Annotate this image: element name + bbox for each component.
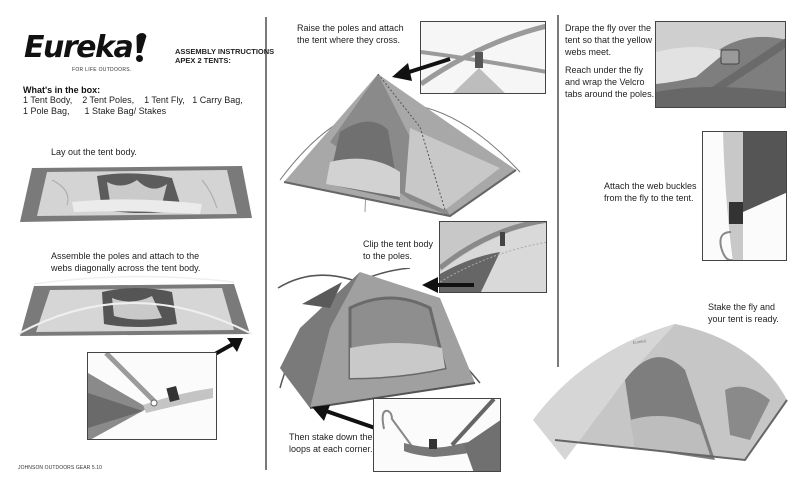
stake-loop-detail-photo (373, 398, 501, 472)
logo-wordmark: Eureka (24, 30, 134, 65)
step-1-caption: Lay out the tent body. (51, 147, 137, 157)
arrow-icon (312, 405, 379, 431)
arrow-icon (392, 57, 451, 81)
step-6-caption: Drape the fly over the tent so that the … (565, 23, 653, 57)
logo-tagline: FOR LIFE OUTDOORS. (72, 67, 132, 73)
tent-raised-icon (279, 73, 521, 218)
tent-poles-attached-photo (12, 272, 262, 342)
step-4-caption: Clip the tent body to the poles. (363, 239, 434, 261)
finished-tent-photo: Eureka! (525, 320, 795, 470)
step-7-caption: Reach under the fly and wrap the Velcro … (565, 65, 655, 99)
tent-body-flat-photo (12, 160, 262, 232)
box-contents-heading: What's in the box: (23, 85, 101, 95)
pole-cross-icon (421, 23, 545, 93)
velcro-icon (656, 22, 785, 107)
svg-text:Eureka!: Eureka! (632, 338, 646, 345)
eureka-logo: Eureka (24, 33, 147, 63)
column-divider-left (265, 17, 267, 470)
pole-buckle-icon (88, 353, 213, 439)
pole-cross-detail-photo (420, 21, 546, 94)
document-title-line2: APEX 2 TENTS: (175, 55, 231, 65)
tent-flat-icon (20, 166, 252, 222)
velcro-detail-photo (655, 21, 786, 108)
pole-web-detail-photo (87, 352, 217, 440)
tent-poles-icon (17, 275, 253, 336)
box-contents-line1: 1 Tent Body, 2 Tent Poles, 1 Tent Fly, 1… (23, 95, 243, 105)
box-contents-line2: 1 Pole Bag, 1 Stake Bag/ Stakes (23, 106, 167, 116)
box-contents: What's in the box: 1 Tent Body, 2 Tent P… (23, 85, 243, 117)
web-buckle-detail-photo (702, 131, 787, 261)
tent-clipped-icon (277, 268, 481, 409)
document-title-line1: ASSEMBLY INSTRUCTIONS (175, 47, 275, 56)
clipped-tent-photo (270, 268, 515, 418)
tent-finished-icon: Eureka! (533, 324, 788, 462)
clip-detail-photo (439, 221, 547, 293)
step-5-caption: Then stake down the loops at each corner… (289, 432, 373, 454)
footer-code: JOHNSON OUTDOORS GEAR 5.10 (18, 465, 103, 471)
exclamation-icon (133, 33, 147, 63)
buckle-icon (719, 132, 786, 260)
document-title: ASSEMBLY INSTRUCTIONS APEX 2 TENTS: (175, 47, 275, 65)
step-8-caption: Attach the web buckles from the fly to t… (604, 181, 697, 203)
column-divider-right (557, 15, 559, 367)
clip-icon (440, 222, 546, 292)
stake-icon (381, 399, 500, 471)
step-3-caption: Raise the poles and attach the tent wher… (297, 23, 404, 45)
step-2-caption: Assemble the poles and attach to the web… (51, 251, 201, 273)
step-9-caption: Stake the fly and your tent is ready. (708, 302, 779, 324)
poles-crossed-tent-photo (270, 72, 555, 222)
arrow-icon (422, 277, 474, 293)
